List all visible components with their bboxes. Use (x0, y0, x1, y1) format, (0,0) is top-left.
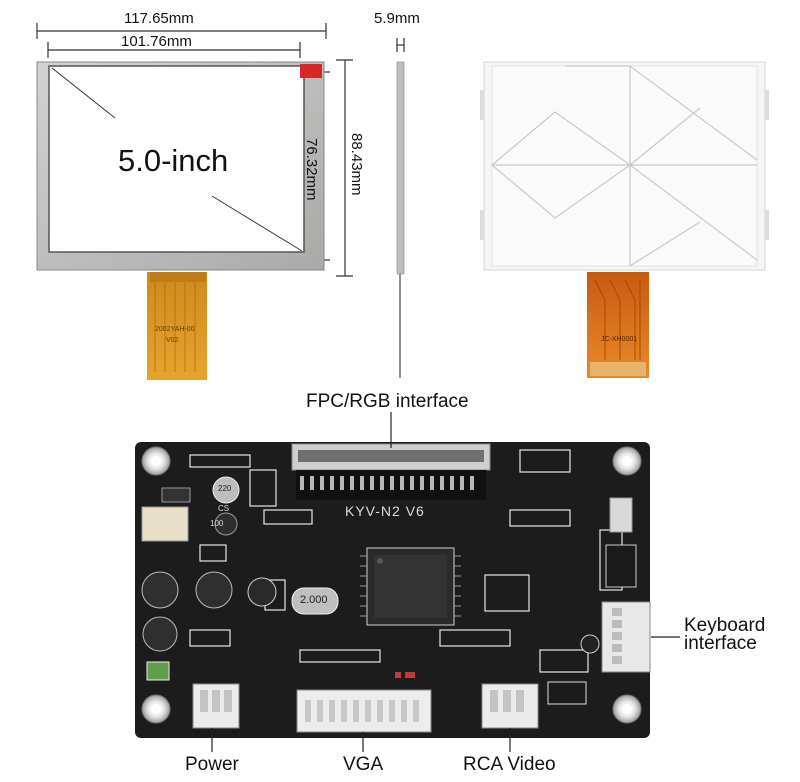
thickness-label: 5.9mm (374, 10, 420, 27)
screen-diagonal-right (211, 195, 303, 252)
driver-board (135, 442, 651, 738)
screen-size-label: 5.0-inch (118, 143, 229, 178)
fpc-front-text-1: 2002YAH-00 (155, 326, 195, 333)
lcd-back-view (480, 61, 769, 378)
keyboard-callout: Keyboard interface (684, 615, 794, 654)
crystal-oscillator (291, 587, 339, 615)
cap-label-100: 100 (210, 519, 224, 528)
power-callout: Power (185, 754, 239, 775)
outer-height-label: 88.43mm (348, 133, 365, 196)
keyboard-callout-text: Keyboard interface (684, 615, 766, 654)
cap-label-220: 220 (218, 484, 232, 493)
lcd-front-view (36, 61, 325, 380)
rca-callout: RCA Video (463, 754, 556, 775)
keyboard-connector (601, 601, 651, 673)
cap-label-cs: CS (218, 504, 230, 513)
fpc-back (587, 272, 649, 378)
active-height-label: 76.32mm (303, 138, 320, 201)
crystal-label: 2.000 (300, 594, 328, 606)
callout-lines (211, 412, 680, 752)
outer-width-label: 117.65mm (124, 10, 194, 27)
screen-diagonal-left (51, 67, 116, 119)
active-width-label: 101.76mm (121, 33, 192, 50)
lcd-side-view (396, 61, 405, 275)
board-model-silk: KYV-N2 V6 (345, 503, 425, 519)
vga-callout: VGA (343, 754, 384, 775)
fpc-back-text: JC-XH0001 (601, 336, 638, 343)
fpc-rgb-callout: FPC/RGB interface (306, 391, 469, 412)
fpc-front (147, 272, 207, 380)
fpc-front-text-2: V02 (166, 337, 179, 344)
